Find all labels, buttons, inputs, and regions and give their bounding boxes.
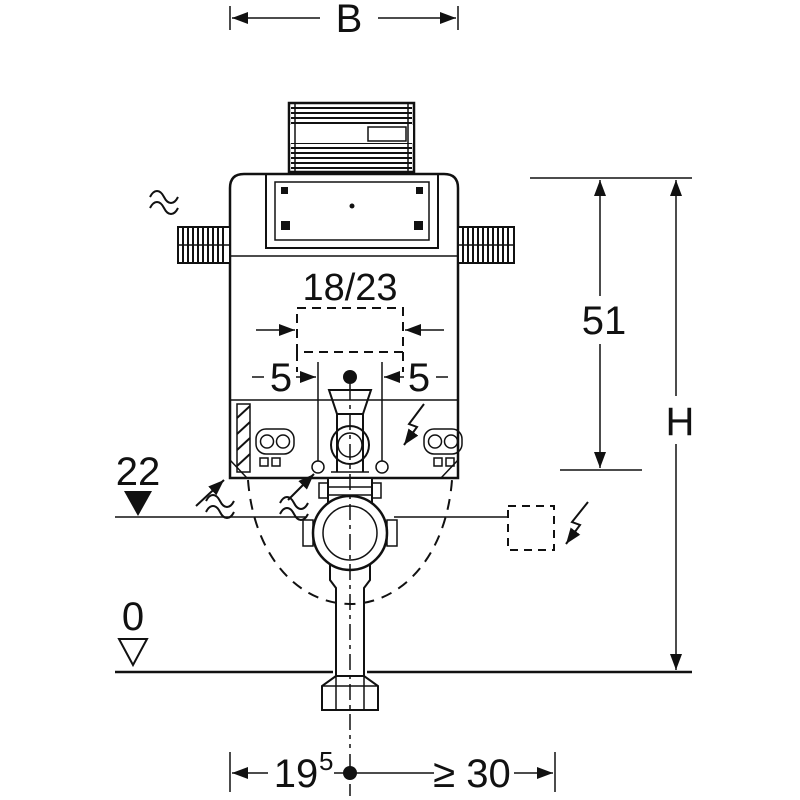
dim-label-h: H [666, 400, 695, 444]
cistern-tank [177, 101, 515, 480]
center-axis-dot [343, 370, 357, 384]
dim-label-19-sup: 5 [319, 746, 333, 776]
protection-box-grille [287, 101, 416, 174]
dimension-bottom: 19 5 ≥ 30 [229, 746, 556, 796]
dim-label-51: 51 [582, 299, 627, 343]
floor-level-triangle-icon [117, 638, 149, 668]
electrical-box-dashed [507, 505, 555, 551]
wave-break-icon [149, 190, 179, 204]
dim-label-min-30: ≥ 30 [433, 752, 511, 796]
wave-break-icon [279, 496, 309, 510]
dim-label-inner-opening: 18/23 [302, 267, 397, 309]
dimension-tank-height-51: 51 [530, 177, 692, 471]
wall-bracket-left [177, 226, 231, 264]
outlet-assembly [302, 477, 398, 711]
wave-break-icon [205, 505, 235, 519]
lightning-bolt-icon [403, 403, 425, 446]
dimension-offset-right: 5 [384, 356, 448, 400]
pointer-arrow [287, 473, 315, 501]
dimension-width-b: B [229, 0, 459, 41]
break-symbols [149, 190, 315, 521]
level-lines: 22 0 [115, 450, 692, 674]
pointer-arrow [195, 479, 225, 507]
dim-label-offset-left: 5 [270, 356, 292, 400]
wave-break-icon [149, 201, 179, 215]
dim-label-supply-level: 22 [116, 450, 161, 494]
access-opening-frame [265, 173, 439, 249]
dim-label-b: B [336, 0, 363, 41]
dimension-offset-left: 5 [252, 356, 316, 400]
wave-break-icon [205, 494, 235, 508]
electrical-connection [507, 501, 589, 551]
flush-mechanism [236, 362, 463, 474]
tank-outline [228, 172, 460, 480]
dimension-total-height-h: H [666, 180, 695, 670]
dim-label-offset-right: 5 [408, 356, 430, 400]
lightning-bolt-icon [565, 501, 589, 545]
dim-label-19: 19 [274, 752, 319, 796]
wall-bracket-right [457, 226, 515, 264]
dimension-inner-opening: 18/23 [256, 267, 444, 372]
supply-level-triangle-icon [124, 491, 152, 516]
center-axis-dot [343, 766, 357, 780]
wave-break-icon [279, 507, 309, 521]
dim-label-floor-level: 0 [122, 595, 144, 639]
